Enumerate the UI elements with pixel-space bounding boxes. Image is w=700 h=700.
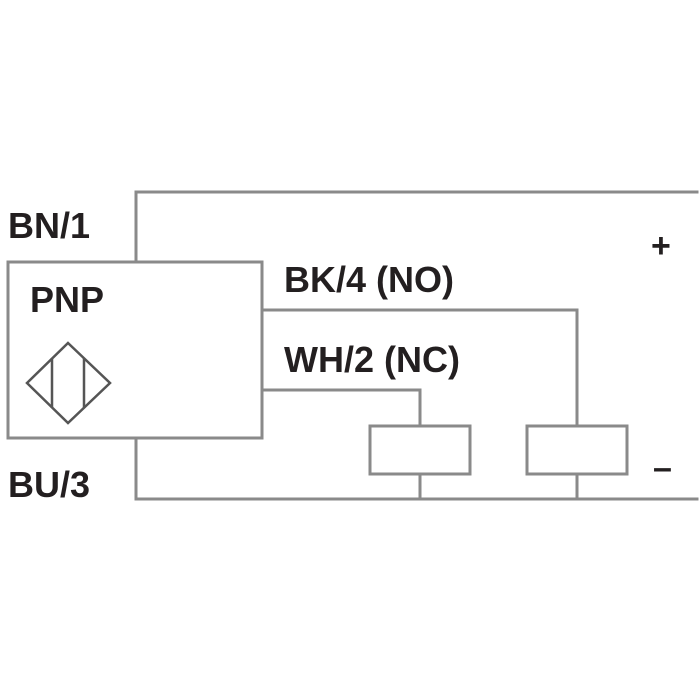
blue-wire-label: BU/3: [8, 464, 90, 505]
load-no: [525, 424, 629, 476]
inductive-sensor-icon: [25, 341, 112, 425]
black-wire-label: BK/4 (NO): [284, 259, 454, 300]
load-nc: [368, 424, 472, 476]
sensor-body: [6, 260, 264, 440]
black-wire-no: [260, 308, 579, 428]
sensor-type-label: PNP: [30, 279, 104, 320]
white-wire-label: WH/2 (NC): [284, 339, 460, 380]
positive-terminal-label: +: [651, 227, 671, 265]
brown-wire-label: BN/1: [8, 205, 90, 246]
negative-terminal-label: –: [653, 449, 672, 487]
white-wire-nc: [260, 388, 422, 428]
